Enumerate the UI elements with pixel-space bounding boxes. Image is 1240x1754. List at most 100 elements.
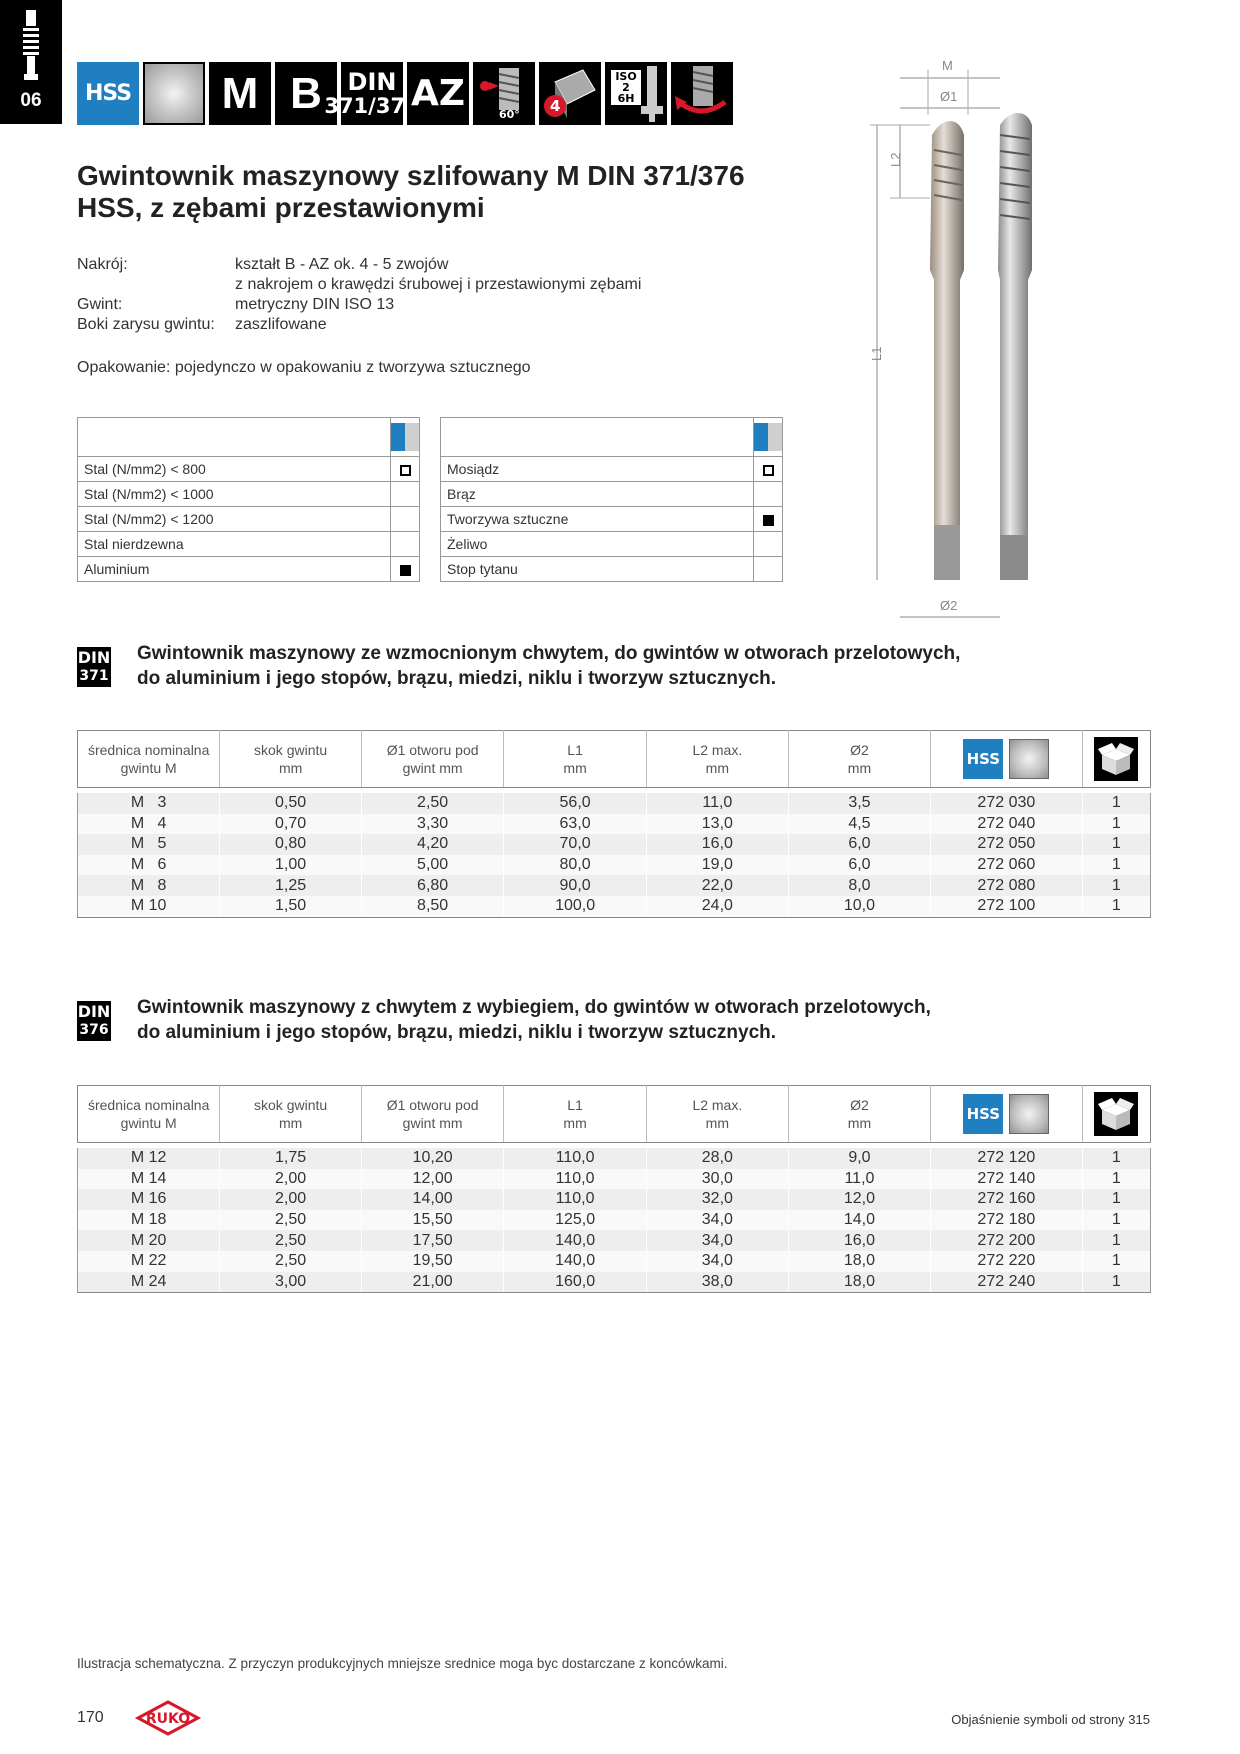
badge-bottom: 376 [79, 1022, 109, 1038]
col-header-drill-sub: gwint mm [402, 1115, 463, 1131]
dim-label-d1: Ø1 [940, 89, 957, 104]
cell-article-number: 272 050 [930, 834, 1083, 855]
cell-shank-diameter: 4,5 [788, 813, 932, 835]
cell-pack-quantity: 1 [1082, 1209, 1152, 1231]
cell-pack-quantity: 1 [1082, 1148, 1152, 1169]
cell-thread-pitch: 2,50 [219, 1250, 362, 1272]
cell-length-l2: 22,0 [646, 875, 789, 896]
cell-article-number: 272 060 [930, 854, 1083, 876]
badge-top: DIN [77, 1002, 111, 1021]
spec-row: Boki zarysu gwintu:zaszlifowane [77, 315, 641, 335]
material-name: Stal (N/mm2) < 800 [77, 456, 391, 482]
cell-thread-pitch: 1,00 [219, 854, 362, 876]
cell-length-l1: 110,0 [503, 1168, 647, 1190]
application-icon [391, 423, 419, 451]
din-376-badge: DIN 376 [77, 1001, 111, 1041]
cell-length-l2: 19,0 [646, 854, 789, 876]
spec-label: Gwint: [77, 296, 123, 313]
cell-nominal-size: M 4 [76, 813, 221, 835]
cell-thread-pitch: 0,70 [219, 813, 362, 835]
cell-thread-pitch: 2,00 [219, 1189, 362, 1210]
material-name: Stop tytanu [440, 556, 754, 582]
cell-length-l2: 34,0 [646, 1209, 789, 1231]
col-header-d2: Ø2 [850, 742, 869, 758]
material-name: Aluminium [77, 556, 391, 582]
material-name: Stal nierdzewna [77, 531, 391, 557]
footnote: Ilustracja schematyczna. Z przyczyn prod… [77, 1656, 728, 1671]
cell-pack-quantity: 1 [1082, 895, 1152, 918]
col-header-l2-unit: mm [705, 760, 729, 776]
section-tab: 06 [0, 0, 62, 124]
cell-nominal-size: M 16 [76, 1189, 221, 1210]
cell-length-l1: 110,0 [503, 1189, 647, 1210]
tolerance-iso-icon: ISO 2 6H [605, 62, 667, 125]
suitability-mark-full [762, 514, 774, 526]
cell-drill-diameter: 3,30 [361, 813, 505, 835]
hss-icon: HSS [963, 1094, 1004, 1134]
col-header-pitch-unit: mm [278, 1115, 303, 1131]
cell-shank-diameter: 6,0 [788, 834, 932, 855]
package-icon [1094, 1092, 1139, 1136]
cell-shank-diameter: 14,0 [788, 1209, 932, 1231]
col-header-nominal: średnica nominalna [87, 742, 210, 758]
cell-nominal-size: M 5 [76, 834, 221, 855]
cell-pack-quantity: 1 [1082, 813, 1152, 835]
cell-nominal-size: M 18 [76, 1209, 221, 1231]
cell-pack-quantity: 1 [1082, 854, 1152, 876]
cell-length-l2: 16,0 [646, 834, 789, 855]
section-number: 06 [20, 90, 42, 111]
spec-row: z nakrojem o krawędzi śrubowej i przesta… [77, 275, 641, 295]
cell-length-l2: 13,0 [646, 813, 789, 835]
cell-drill-diameter: 21,00 [361, 1271, 505, 1294]
spec-value: kształt B - AZ ok. 4 - 5 zwojów [235, 256, 449, 273]
cell-drill-diameter: 14,00 [361, 1189, 505, 1210]
cell-drill-diameter: 8,50 [361, 895, 505, 918]
iso-line1: ISO 2 [615, 70, 637, 94]
cell-article-number: 272 100 [930, 895, 1083, 918]
cell-shank-diameter: 11,0 [788, 1168, 932, 1190]
suitability-mark-full [399, 564, 411, 576]
cell-article-number: 272 140 [930, 1168, 1083, 1190]
material-name: Tworzywa sztuczne [440, 506, 754, 532]
materials-table-left: Stal (N/mm2) < 800 Stal (N/mm2) < 1000 S… [77, 417, 420, 582]
cell-length-l2: 34,0 [646, 1230, 789, 1251]
form-b-icon: B [275, 62, 337, 125]
cell-drill-diameter: 4,20 [361, 834, 505, 855]
tap-drawing: M Ø1 L2 L1 Ø2 [869, 58, 1032, 618]
cell-thread-pitch: 2,00 [219, 1168, 362, 1190]
page-number: 170 [77, 1709, 104, 1726]
section1-title-line2: do aluminium i jego stopów, brązu, miedz… [137, 668, 777, 689]
suitability-mark-open [399, 464, 411, 476]
spec-label: Boki zarysu gwintu: [77, 316, 215, 333]
cell-length-l2: 24,0 [646, 895, 789, 918]
cell-pack-quantity: 1 [1082, 1168, 1152, 1190]
symbols-reference-note: Objaśnienie symboli od strony 315 [951, 1712, 1150, 1727]
col-header-drill: Ø1 otworu pod [386, 742, 479, 758]
col-header-d2-unit: mm [847, 1115, 872, 1131]
application-icon [754, 423, 782, 451]
section1-title: Gwintownik maszynowy ze wzmocnionym chwy… [137, 641, 960, 691]
ground-finish-icon [1009, 1094, 1050, 1134]
cell-article-number: 272 080 [930, 875, 1083, 896]
section2-title: Gwintownik maszynowy z chwytem z wybiegi… [137, 995, 931, 1045]
cell-thread-pitch: 3,00 [219, 1271, 362, 1294]
cell-length-l2: 28,0 [646, 1148, 789, 1169]
din-label: DIN [347, 67, 397, 96]
col-header-l1: L1 [567, 742, 583, 758]
cell-nominal-size: M 22 [76, 1250, 221, 1272]
cell-length-l2: 38,0 [646, 1271, 789, 1294]
col-header-pitch: skok gwintu [254, 1097, 328, 1113]
cell-shank-diameter: 8,0 [788, 875, 932, 896]
cell-article-number: 272 200 [930, 1230, 1083, 1251]
cell-pack-quantity: 1 [1082, 875, 1152, 896]
